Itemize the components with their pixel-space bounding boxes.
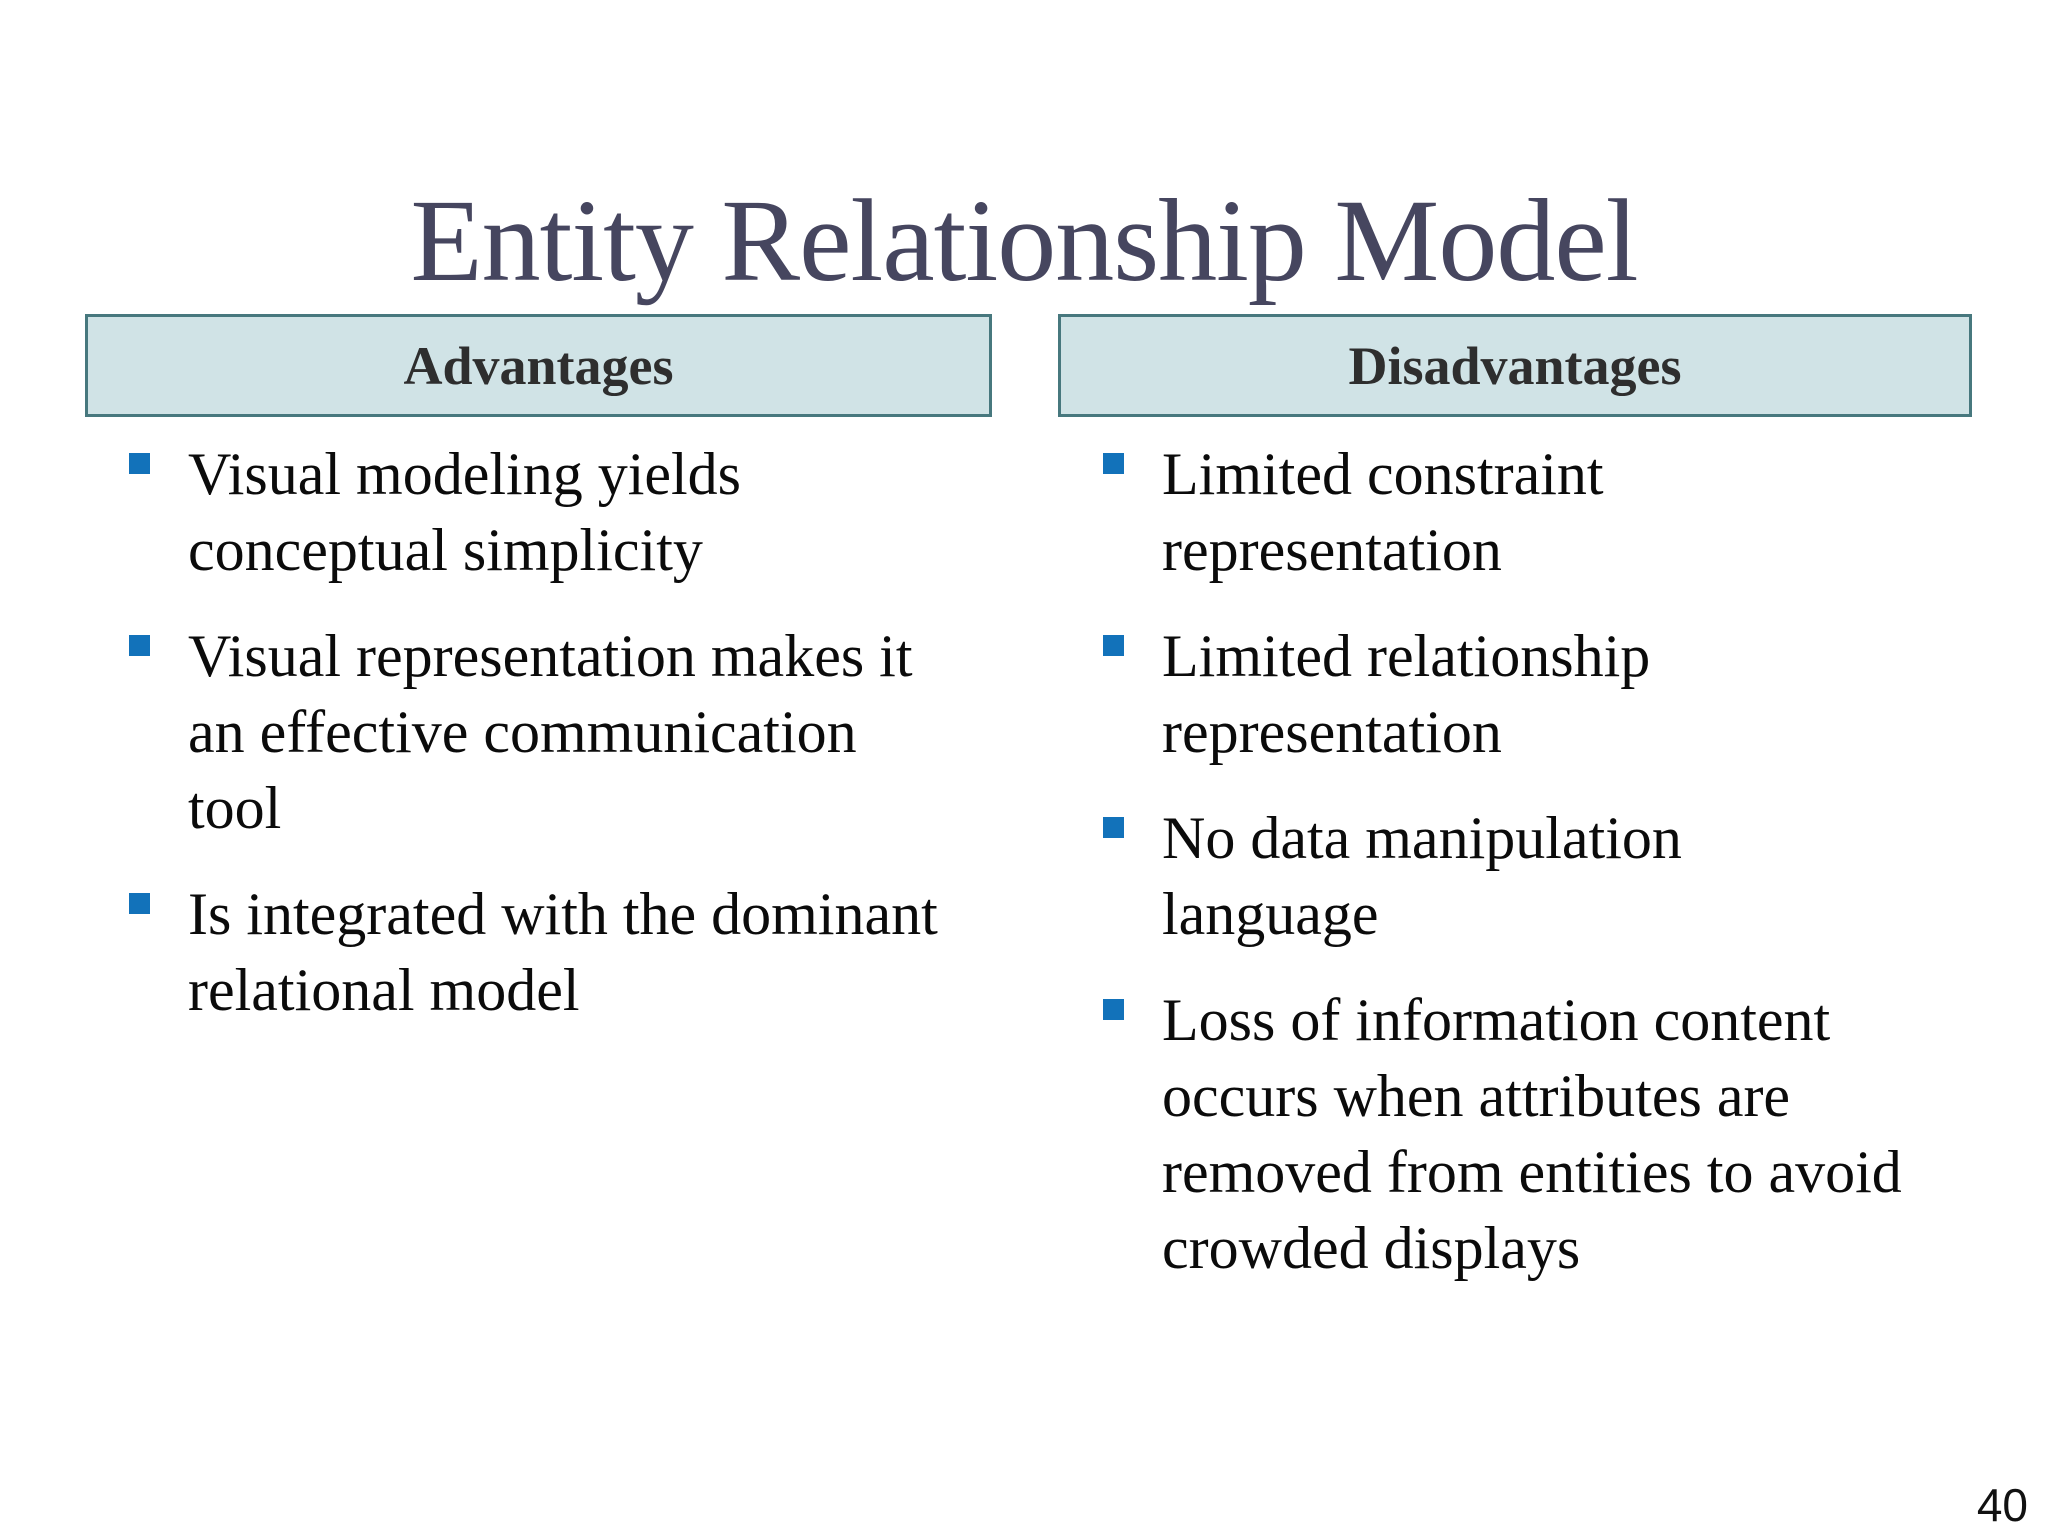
disadvantages-header: Disadvantages <box>1058 314 1972 417</box>
advantages-item-2: Visual representation makes it an effect… <box>129 618 1004 846</box>
disadvantages-item-3-text: No data manipulation language <box>1162 805 1682 947</box>
disadvantages-item-1: Limited constraint representation <box>1103 436 1998 588</box>
advantages-item-2-text: Visual representation makes it an effect… <box>188 623 913 841</box>
advantages-header: Advantages <box>85 314 992 417</box>
disadvantages-item-1-text: Limited constraint representation <box>1162 441 1604 583</box>
disadvantages-list: Limited constraint representation Limite… <box>1103 436 1998 1316</box>
bullet-square-icon <box>129 453 150 474</box>
bullet-square-icon <box>1103 999 1124 1020</box>
disadvantages-item-4: Loss of information content occurs when … <box>1103 982 1998 1286</box>
page-number: 40 <box>1976 1479 2028 1531</box>
bullet-square-icon <box>1103 635 1124 656</box>
bullet-square-icon <box>1103 453 1124 474</box>
advantages-header-label: Advantages <box>403 335 674 396</box>
bullet-square-icon <box>1103 817 1124 838</box>
advantages-item-3-text: Is integrated with the dominant relation… <box>188 881 938 1023</box>
advantages-item-1: Visual modeling yields conceptual simpli… <box>129 436 1004 588</box>
disadvantages-header-label: Disadvantages <box>1348 335 1682 396</box>
advantages-list: Visual modeling yields conceptual simpli… <box>129 436 1004 1058</box>
advantages-item-1-text: Visual modeling yields conceptual simpli… <box>188 441 742 583</box>
slide-title: Entity Relationship Model <box>410 175 1638 307</box>
bullet-square-icon <box>129 635 150 656</box>
disadvantages-item-4-text: Loss of information content occurs when … <box>1162 987 1902 1281</box>
disadvantages-item-2: Limited relationship representation <box>1103 618 1998 770</box>
bullet-square-icon <box>129 893 150 914</box>
advantages-item-3: Is integrated with the dominant relation… <box>129 876 1004 1028</box>
disadvantages-item-3: No data manipulation language <box>1103 800 1998 952</box>
disadvantages-item-2-text: Limited relationship representation <box>1162 623 1651 765</box>
